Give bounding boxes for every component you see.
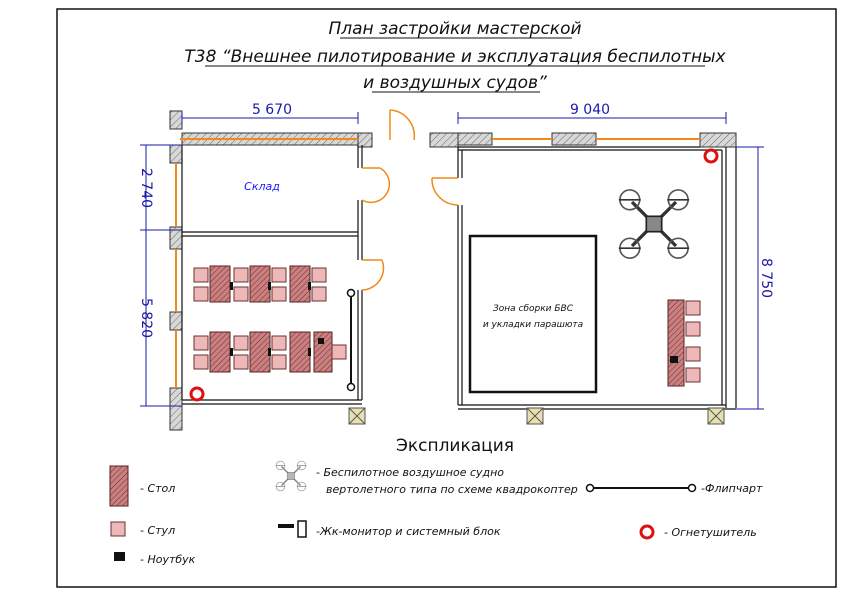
flipchart-icon [585, 483, 697, 493]
title-line-1: План застройки мастерской [328, 19, 581, 39]
right-block-walls [429, 132, 737, 410]
legend-monitor-label: -Жк-монитор и системный блок [316, 525, 501, 538]
dim-right-height: 8 750 [758, 258, 774, 298]
legend: Экспликация - Стол - Стул - Ноутбук - Бе… [109, 436, 763, 566]
door-storage [361, 167, 391, 204]
legend-chair-label: - Стул [140, 524, 175, 537]
dim-left-width: 5 670 [252, 102, 292, 118]
legend-flipchart-label: -Флипчарт [701, 482, 763, 495]
legend-drone-label-1: - Беспилотное воздушное судно [316, 466, 504, 479]
legend-drone-label-2: вертолетного типа по схеме квадрокоптер [326, 483, 578, 496]
door-entrance [389, 109, 416, 141]
legend-table-label: - Стол [140, 482, 175, 495]
dim-room-height: 5 820 [138, 298, 154, 338]
furniture-row-1 [193, 265, 327, 303]
legend-heading: Экспликация [396, 436, 514, 456]
extinguisher-icon [189, 386, 205, 402]
extinguisher-icon [639, 524, 655, 540]
title-line-2: Т38 “Внешнее пилотирование и эксплуатаци… [184, 47, 726, 67]
flipchart-icon [346, 288, 356, 392]
dim-right-width: 9 040 [570, 102, 610, 118]
plan-title: План застройки мастерской Т38 “Внешнее п… [184, 19, 726, 93]
assembly-zone: Зона сборки БВС и укладки парашюта [468, 234, 598, 394]
room-label-storage: Склад [244, 180, 280, 193]
legend-table-swatch [109, 465, 129, 507]
title-line-3: и воздушных судов” [363, 73, 547, 93]
zone-label-line-1: Зона сборки БВС [493, 304, 574, 314]
legend-laptop-label: - Ноутбук [140, 553, 196, 566]
zone-label-line-2: и укладки парашюта [483, 320, 583, 330]
legend-chair-swatch [110, 521, 126, 537]
monitor-icon [278, 520, 307, 538]
legend-extinguisher-label: - Огнетушитель [664, 526, 757, 539]
furniture-right [667, 299, 701, 387]
door-classroom [361, 259, 385, 291]
extinguisher-icon [703, 148, 719, 164]
sheet-frame [56, 8, 837, 588]
door-workshop [431, 177, 459, 206]
columns [348, 407, 725, 425]
laptop-icon [114, 552, 125, 561]
drone-icon [274, 460, 308, 492]
dimensions: 5 670 9 040 2 740 5 820 8 750 [138, 102, 774, 410]
dim-storage-height: 2 740 [138, 168, 154, 208]
furniture-row-2 [193, 331, 347, 373]
drone-icon [617, 188, 691, 260]
